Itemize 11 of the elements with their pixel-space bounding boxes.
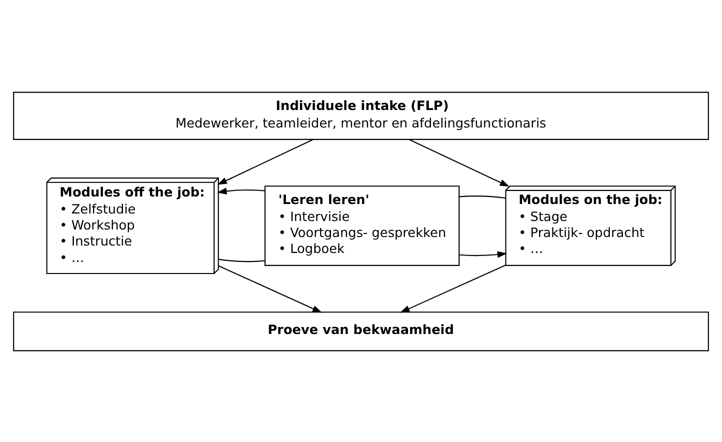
arrow bbox=[217, 138, 314, 184]
connector bbox=[218, 258, 265, 262]
arrow bbox=[408, 138, 510, 186]
arrow bbox=[459, 250, 508, 258]
connector bbox=[459, 195, 506, 198]
node-box: Proeve van bekwaamheid bbox=[13, 311, 709, 351]
node-box: Individuele intake (FLP) Medewerker, teamleider, mentor en afdelingsfunctionaris bbox=[13, 91, 709, 140]
node-box: 'Leren leren' • Intervisie • Voortgangs- gesprekken • Logboek bbox=[264, 185, 460, 266]
arrow bbox=[218, 264, 322, 312]
arrow bbox=[400, 264, 506, 312]
arrow bbox=[217, 187, 265, 194]
